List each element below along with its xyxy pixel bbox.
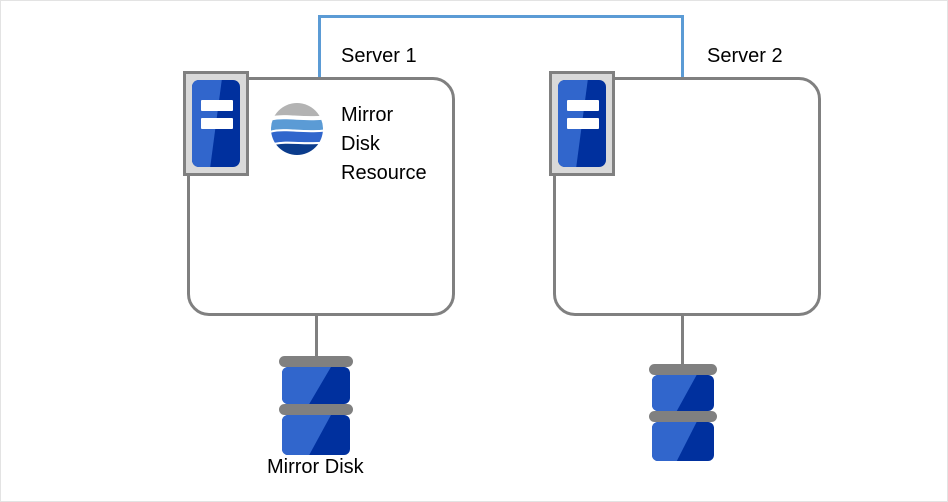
server-icon-bar-top [201, 100, 233, 111]
server-icon [183, 71, 249, 176]
mirror-disk-caption: Mirror Disk [267, 456, 364, 478]
server-icon-bar-top [567, 100, 599, 111]
server-icon-body [192, 80, 240, 167]
server-2-disk-connector [681, 315, 684, 366]
interconnect-right-segment [681, 15, 684, 79]
server-icon-bar-bottom [567, 118, 599, 129]
server-1-disk-connector [315, 315, 318, 360]
mirror-disk-resource-label-line-1: Mirror [341, 104, 394, 126]
disk-plate-top [649, 364, 717, 375]
disk-plate-top [279, 356, 353, 367]
disk-stack-icon [279, 356, 353, 455]
disk-plate-middle [279, 404, 353, 415]
disk-slab-upper [652, 375, 714, 411]
mirror-disk-resource-icon [271, 103, 323, 155]
server-icon-body [558, 80, 606, 167]
mirror-disk-resource-label: Mirror Disk Resource [341, 101, 427, 188]
mirror-disk-resource-label-line-2: Disk [341, 133, 380, 155]
disk-slab-upper [282, 367, 350, 404]
disk-stack-icon [649, 364, 717, 461]
server-icon [549, 71, 615, 176]
interconnect-top-segment [318, 15, 684, 18]
server-1-label: Server 1 [341, 45, 417, 67]
mirror-disk-resource-label-line-3: Resource [341, 162, 427, 184]
disk-plate-middle [649, 411, 717, 422]
disk-slab-lower [282, 415, 350, 455]
disk-slab-lower [652, 422, 714, 461]
server-2-label: Server 2 [707, 45, 783, 67]
server-icon-bar-bottom [201, 118, 233, 129]
interconnect-left-segment [318, 15, 321, 79]
server-2-box[interactable] [553, 77, 821, 316]
